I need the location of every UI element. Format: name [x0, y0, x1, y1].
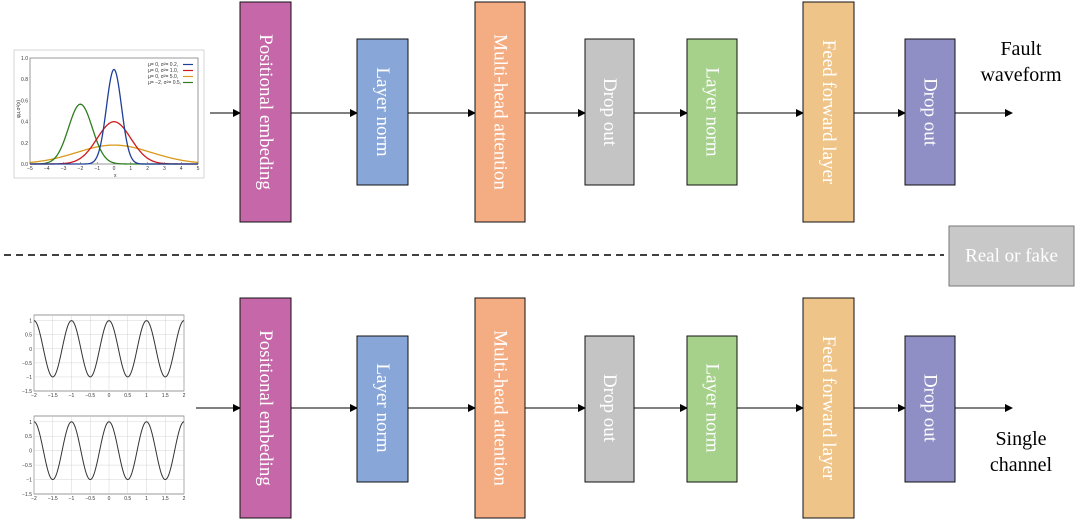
sine-xtick-label: −1: [69, 393, 75, 399]
gaussian-legend-label: μ= −2, σ²= 0.5,: [148, 80, 181, 86]
sine-ytick-label: 1: [29, 420, 32, 426]
gaussian-xtick-label: −5: [27, 166, 33, 172]
bottom-dropout-1-label: Drop out: [599, 374, 620, 443]
top-output-line1: Fault: [1000, 38, 1042, 60]
gaussian-xtick-label: −1: [94, 166, 100, 172]
sine-xtick-label: 1: [145, 496, 148, 502]
gaussian-ytick-label: 0.8: [21, 77, 28, 83]
sine-xtick-label: 2: [183, 496, 186, 502]
sine-xtick-label: 0: [108, 496, 111, 502]
top-dropout-1-block: [584, 38, 635, 186]
sine-xtick-label: −2: [31, 393, 37, 399]
gaussian-xtick-label: 4: [180, 166, 183, 172]
bottom-dropout-2-block: [904, 335, 956, 483]
sine-xtick-label: −0.5: [85, 496, 95, 502]
top-positional-embedding-block: [239, 1, 292, 223]
bottom-dropout-1-block: [584, 335, 635, 483]
bottom-positional-embedding-label: Positional embeding: [255, 330, 276, 486]
gaussian-xtick-label: 0: [113, 166, 116, 172]
real-or-fake-label: Real or fake: [965, 246, 1058, 267]
top-multi-head-attention-block: [474, 1, 526, 223]
sine-ytick-label: −1.5: [22, 492, 32, 498]
gaussian-curve-orange: [29, 144, 199, 164]
gaussian-ytick-label: 0.6: [21, 98, 28, 104]
top-layer-norm-1-block: [356, 38, 409, 186]
sine-xtick-label: 0.5: [124, 496, 131, 502]
gaussian-xtick-label: 2: [146, 166, 149, 172]
bottom-output-line2: channel: [989, 454, 1053, 476]
top-output-line2: waveform: [980, 64, 1062, 86]
top-output-label: Fault waveform: [972, 36, 1070, 88]
gaussian-xtick-label: −4: [44, 166, 50, 172]
sine-ytick-label: 0: [29, 449, 32, 455]
real-or-fake-box: [948, 225, 1075, 287]
top-multi-head-attention-label: Multi-head attention: [490, 34, 511, 190]
gaussian-ytick-label: 1.0: [21, 56, 28, 62]
sine-wave-top: [33, 320, 185, 378]
gaussian-legend-label: μ= 0, σ²= 0.2,: [148, 62, 178, 68]
sine-ytick-label: −0.5: [22, 463, 32, 469]
top-row: φμ,σ²(x) x −5 −4 −3 −2 −1 0 1 2 3 4 5 1.0 0.8 0.6 0.4…: [13, 1, 1013, 223]
bottom-dropout-2-label: Drop out: [920, 374, 941, 443]
gaussian-ytick-label: 0.2: [21, 141, 28, 147]
gaussian-curve-blue: [30, 68, 198, 165]
sine-xtick-label: −1.5: [48, 496, 58, 502]
sine-ytick-label: −0.5: [22, 361, 32, 367]
sine-ytick-label: 0: [29, 347, 32, 353]
sine-xtick-label: 0.5: [124, 393, 131, 399]
sine-ytick-label: −1.5: [22, 389, 32, 395]
bottom-feed-forward-label: Feed forward layer: [818, 336, 839, 481]
top-dropout-1-label: Drop out: [599, 78, 620, 147]
bottom-feed-forward-block: [802, 297, 855, 519]
sine-ytick-label: 0.5: [25, 434, 32, 440]
gaussian-xtick-label: 3: [163, 166, 166, 172]
sine-xtick-label: 2: [183, 393, 186, 399]
sine-ytick-label: −1: [26, 375, 32, 381]
top-dropout-2-label: Drop out: [920, 78, 941, 147]
gaussian-xlabel: x: [114, 173, 117, 179]
top-layer-norm-1-label: Layer norm: [372, 67, 393, 156]
bottom-multi-head-attention-label: Multi-head attention: [490, 330, 511, 486]
top-dropout-2-block: [904, 38, 956, 186]
sine-xtick-label: 1.5: [162, 393, 169, 399]
top-feed-forward-label: Feed forward layer: [818, 40, 839, 185]
top-positional-embedding-label: Positional embeding: [255, 34, 276, 190]
bottom-positional-embedding-block: [239, 297, 292, 519]
gaussian-ytick-label: 0.0: [21, 162, 28, 168]
gaussian-legend-label: μ= 0, σ²= 5.0,: [148, 74, 178, 80]
bottom-layer-norm-1-block: [356, 335, 409, 483]
top-layer-norm-2-label: Layer norm: [702, 67, 723, 156]
bottom-output-label: Single channel: [972, 426, 1070, 478]
sine-ytick-label: 0.5: [25, 333, 32, 339]
gaussian-plot: φμ,σ²(x) x −5 −4 −3 −2 −1 0 1 2 3 4 5 1.0 0.8 0.6 0.4…: [13, 49, 205, 179]
sine-xtick-label: −1: [69, 496, 75, 502]
top-feed-forward-block: [802, 1, 855, 223]
gaussian-xtick-label: −2: [78, 166, 84, 172]
bottom-multi-head-attention-block: [474, 297, 526, 519]
gaussian-xtick-label: 5: [197, 166, 200, 172]
top-layer-norm-2-block: [686, 38, 738, 186]
sine-ytick-label: 1: [29, 319, 32, 325]
sine-xtick-label: 1: [145, 393, 148, 399]
gaussian-ylabel: φμ,σ²(x): [16, 100, 22, 118]
bottom-layer-norm-1-label: Layer norm: [372, 363, 393, 452]
sine-xtick-label: 0: [108, 393, 111, 399]
bottom-layer-norm-2-label: Layer norm: [702, 363, 723, 452]
sine-xtick-label: −2: [31, 496, 37, 502]
sine-xtick-label: −1.5: [48, 393, 58, 399]
gaussian-legend-label: μ= 0, σ²= 1.0,: [148, 68, 178, 74]
gaussian-xtick-label: 1: [129, 166, 132, 172]
sine-xtick-label: −0.5: [85, 393, 95, 399]
gaussian-xtick-label: −3: [61, 166, 67, 172]
bottom-output-line1: Single: [995, 428, 1047, 450]
sine-wave-bottom: [33, 421, 185, 481]
bottom-layer-norm-2-block: [686, 335, 738, 483]
sine-xtick-label: 1.5: [162, 496, 169, 502]
sine-ytick-label: −1: [26, 478, 32, 484]
gaussian-ytick-label: 0.4: [21, 120, 28, 126]
